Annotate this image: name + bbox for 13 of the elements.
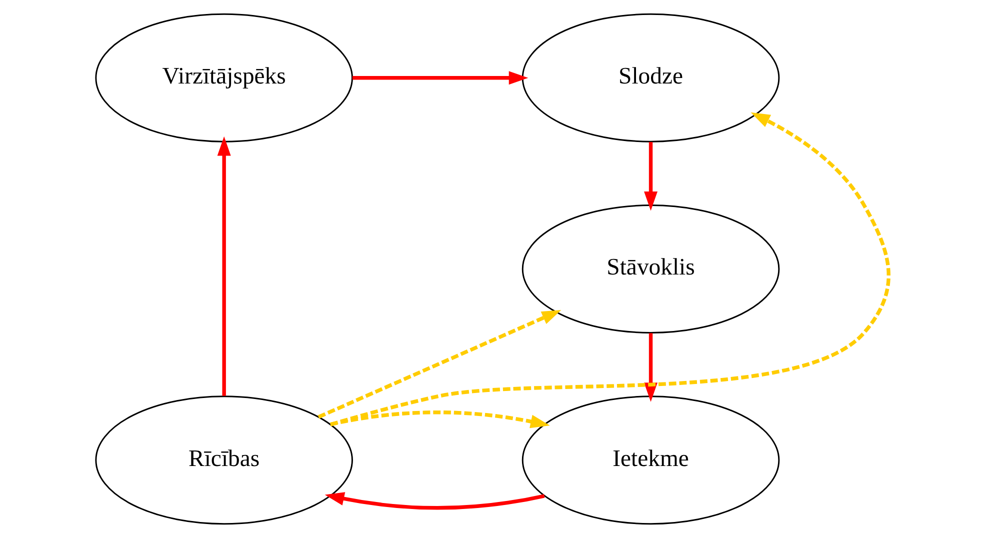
arrow	[644, 142, 658, 211]
node-ellipse: Slodze	[522, 13, 780, 142]
arrow	[330, 410, 550, 428]
arrow	[644, 333, 658, 402]
node-ellipse: Virzītājspēks	[95, 13, 353, 142]
arrow	[318, 310, 562, 419]
arrow	[330, 112, 890, 426]
node-ellipse: Ietekme	[522, 396, 780, 525]
node-ellipse: Rīcības	[95, 396, 353, 525]
arrow	[217, 136, 231, 396]
arrow	[352, 71, 528, 85]
arrow	[324, 492, 545, 510]
node-ellipse: Stāvoklis	[522, 204, 780, 334]
